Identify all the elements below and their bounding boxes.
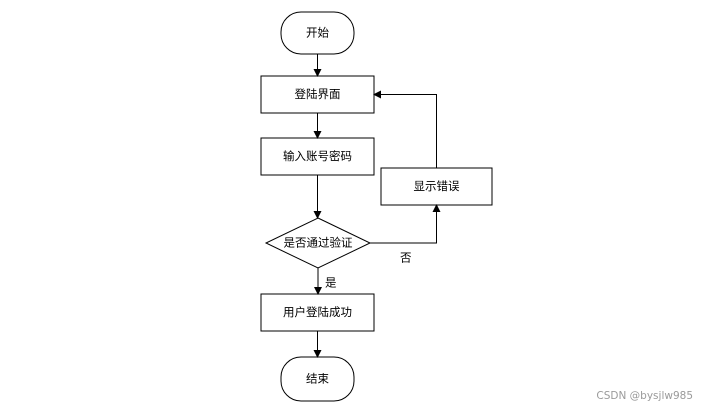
input-credentials-node: 输入账号密码 — [260, 137, 375, 176]
input-credentials-label: 输入账号密码 — [283, 149, 352, 163]
show-error-node: 显示错误 — [380, 167, 493, 206]
verify-decision-label: 是否通过验证 — [284, 236, 353, 250]
edge-label-no: 否 — [400, 251, 412, 265]
login-page-label: 登陆界面 — [295, 87, 341, 101]
login-success-node: 用户登陆成功 — [260, 293, 375, 332]
login-page-node: 登陆界面 — [260, 75, 375, 114]
verify-decision-node: 是否通过验证 — [264, 217, 372, 269]
show-error-label: 显示错误 — [414, 179, 460, 193]
login-success-label: 用户登陆成功 — [283, 305, 352, 319]
end-node: 结束 — [280, 356, 355, 402]
end-label: 结束 — [306, 372, 329, 386]
edge-label-yes: 是 — [325, 276, 337, 290]
edge-decision-to-error — [370, 204, 441, 244]
start-node: 开始 — [280, 11, 355, 55]
start-label: 开始 — [306, 26, 329, 40]
watermark: CSDN @bysjlw985 — [596, 390, 693, 402]
edge-error-to-login — [373, 90, 437, 168]
